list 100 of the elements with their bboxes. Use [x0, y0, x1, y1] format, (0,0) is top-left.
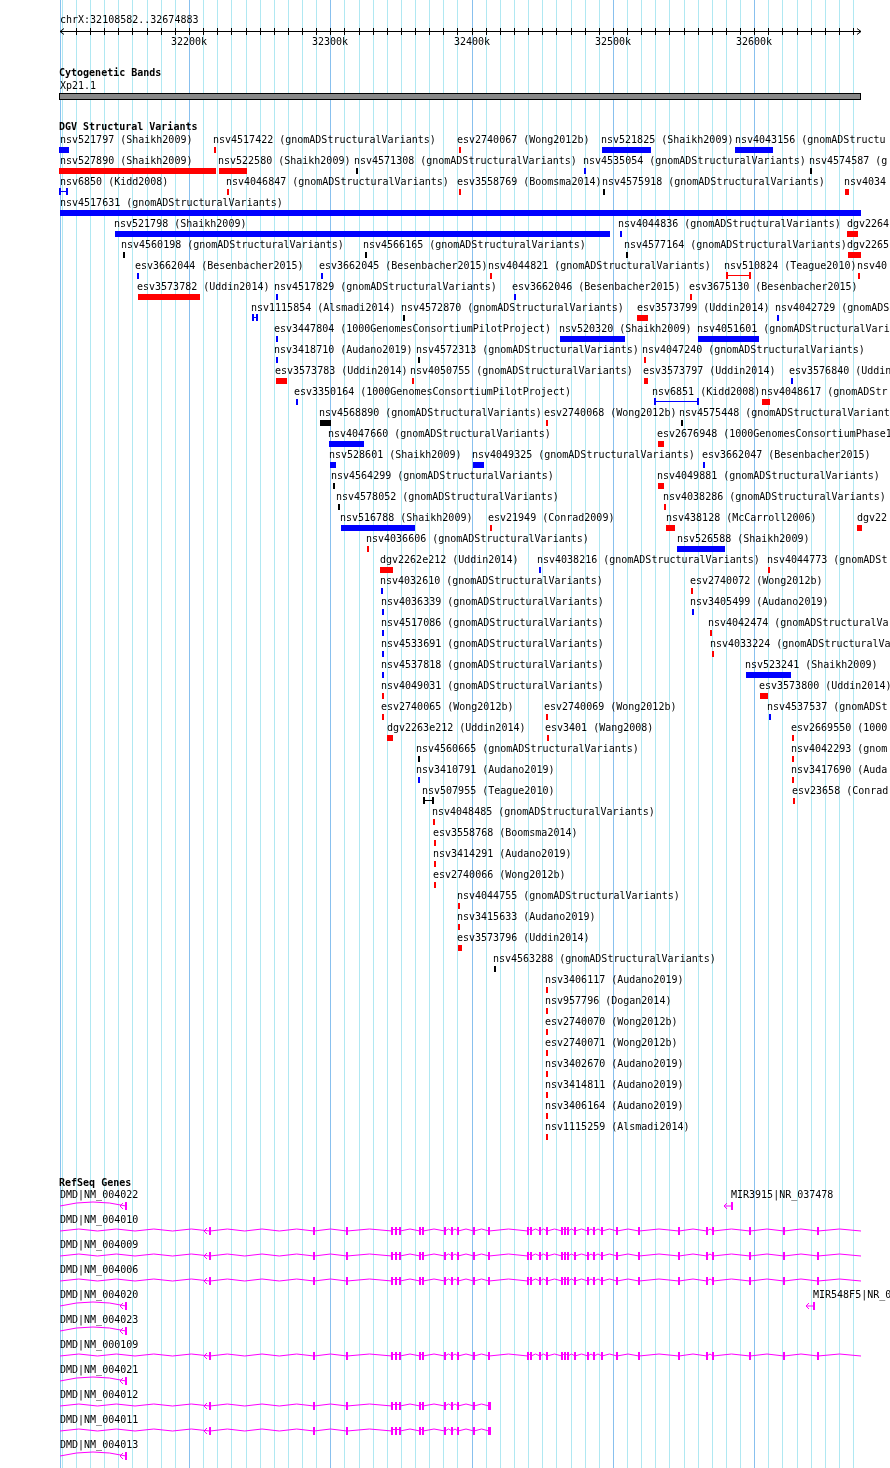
variant-label: nsv438128 (McCarroll2006)	[666, 512, 817, 523]
variant-label: esv2740069 (Wong2012b)	[544, 701, 677, 712]
variant-label: nsv526588 (Shaikh2009)	[677, 533, 810, 544]
axis-label: 32300k	[311, 36, 349, 47]
variant-label: nsv4560665 (gnomADStructuralVariants)	[416, 743, 639, 754]
gene-label: DMD|NM_004021	[60, 1364, 139, 1375]
variant-label: esv2740068 (Wong2012b)	[544, 407, 677, 418]
variant-label: nsv40	[857, 260, 888, 271]
variant-label: nsv6850 (Kidd2008)	[60, 176, 169, 187]
variant-label: esv2669550 (1000	[791, 722, 888, 733]
variant-label: dgv2265	[847, 239, 890, 250]
variant-label: nsv3417690 (Auda	[791, 764, 888, 775]
variant-label: nsv4535054 (gnomADStructuralVariants)	[583, 155, 806, 166]
variant-label: nsv4046847 (gnomADStructuralVariants)	[226, 176, 449, 187]
variant-label: dgv2264	[847, 218, 890, 229]
variant-label: nsv4560198 (gnomADStructuralVariants)	[121, 239, 344, 250]
variant-label: nsv4537537 (gnomADSt	[767, 701, 888, 712]
gene-label: DMD|NM_004011	[60, 1414, 139, 1425]
variant-label: esv3662044 (Besenbacher2015)	[135, 260, 304, 271]
variant-label: nsv4048485 (gnomADStructuralVariants)	[432, 806, 655, 817]
variant-label: nsv4049325 (gnomADStructuralVariants)	[472, 449, 695, 460]
variant-label: nsv527890 (Shaikh2009)	[60, 155, 193, 166]
gene-label: DMD|NM_000109	[60, 1339, 139, 1350]
variant-label: dgv22	[857, 512, 888, 523]
variant-label: nsv3406117 (Audano2019)	[545, 974, 684, 985]
gene-label: DMD|NM_004020	[60, 1289, 139, 1300]
track-title: DGV Structural Variants	[59, 121, 198, 132]
variant-label: nsv4049881 (gnomADStructuralVariants)	[657, 470, 880, 481]
gene-label: DMD|NM_004012	[60, 1389, 139, 1400]
variant-label: nsv4571308 (gnomADStructuralVariants)	[354, 155, 577, 166]
variant-label: nsv4537818 (gnomADStructuralVariants)	[381, 659, 604, 670]
band-label: Xp21.1	[60, 80, 97, 91]
variant-label: nsv4574587 (g	[809, 155, 888, 166]
variant-label: nsv4047660 (gnomADStructuralVariants)	[328, 428, 551, 439]
variant-label: nsv4036339 (gnomADStructuralVariants)	[381, 596, 604, 607]
variant-label: nsv4517422 (gnomADStructuralVariants)	[213, 134, 436, 145]
variant-label: nsv4517829 (gnomADStructuralVariants)	[274, 281, 497, 292]
variant-label: esv2740072 (Wong2012b)	[690, 575, 823, 586]
axis-label: 32200k	[170, 36, 208, 47]
variant-label: nsv520320 (Shaikh2009)	[559, 323, 692, 334]
variant-label: esv2740067 (Wong2012b)	[457, 134, 590, 145]
variant-label: nsv3414291 (Audano2019)	[433, 848, 572, 859]
variant-label: nsv4038286 (gnomADStructuralVariants)	[663, 491, 886, 502]
axis-label: 32600k	[735, 36, 773, 47]
variant-label: esv3401 (Wang2008)	[545, 722, 654, 733]
variant-label: nsv521825 (Shaikh2009)	[601, 134, 734, 145]
variant-label: nsv4033224 (gnomADStructuralVa	[710, 638, 890, 649]
variant-label: nsv4036606 (gnomADStructuralVariants)	[366, 533, 589, 544]
variant-label: nsv522580 (Shaikh2009)	[218, 155, 351, 166]
variant-label: esv3573797 (Uddin2014)	[643, 365, 776, 376]
gene-label: DMD|NM_004023	[60, 1314, 139, 1325]
variant-label: esv3662046 (Besenbacher2015)	[512, 281, 681, 292]
variant-label: nsv3418710 (Audano2019)	[274, 344, 413, 355]
variant-label: esv3573800 (Uddin2014)	[759, 680, 890, 691]
variant-label: nsv4032610 (gnomADStructuralVariants)	[380, 575, 603, 586]
variant-label: esv3447804 (1000GenomesConsortiumPilotProject)	[274, 323, 551, 334]
variant-label: esv3662047 (Besenbacher2015)	[702, 449, 871, 460]
variant-label: nsv3410791 (Audano2019)	[416, 764, 555, 775]
variant-label: nsv4517631 (gnomADStructuralVariants)	[60, 197, 283, 208]
variant-label: nsv4578052 (gnomADStructuralVariants)	[336, 491, 559, 502]
variant-label: nsv4575918 (gnomADStructuralVariants)	[602, 176, 825, 187]
variant-label: nsv4050755 (gnomADStructuralVariants)	[410, 365, 633, 376]
variant-label: esv3576840 (Uddin	[789, 365, 890, 376]
gene-label: MIR548F5|NR_0	[813, 1289, 890, 1300]
gene-label: DMD|NM_004010	[60, 1214, 139, 1225]
variant-label: esv3558768 (Boomsma2014)	[433, 827, 578, 838]
variant-label: esv3662045 (Besenbacher2015)	[319, 260, 488, 271]
variant-label: esv2740066 (Wong2012b)	[433, 869, 566, 880]
variant-label: nsv3405499 (Audano2019)	[690, 596, 829, 607]
gene-label: DMD|NM_004022	[60, 1189, 139, 1200]
gene-label: MIR3915|NR_037478	[731, 1189, 834, 1200]
variant-label: nsv4564299 (gnomADStructuralVariants)	[331, 470, 554, 481]
gene-label: DMD|NM_004006	[60, 1264, 139, 1275]
variant-label: nsv4517086 (gnomADStructuralVariants)	[381, 617, 604, 628]
variant-label: nsv4533691 (gnomADStructuralVariants)	[381, 638, 604, 649]
variant-label: esv3675130 (Besenbacher2015)	[689, 281, 858, 292]
variant-label: nsv6851 (Kidd2008)	[652, 386, 761, 397]
variant-label: nsv4034	[844, 176, 887, 187]
variant-label: nsv4577164 (gnomADStructuralVariants)	[624, 239, 847, 250]
axis-label: 32400k	[453, 36, 491, 47]
variant-label: nsv521798 (Shaikh2009)	[114, 218, 247, 229]
variant-label: nsv4044773 (gnomADSt	[767, 554, 888, 565]
variant-label: nsv3414811 (Audano2019)	[545, 1079, 684, 1090]
variant-label: nsv4566165 (gnomADStructuralVariants)	[363, 239, 586, 250]
variant-label: nsv4044821 (gnomADStructuralVariants)	[488, 260, 711, 271]
variant-label: dgv2262e212 (Uddin2014)	[380, 554, 519, 565]
variant-label: nsv4044755 (gnomADStructuralVariants)	[457, 890, 680, 901]
variant-label: nsv521797 (Shaikh2009)	[60, 134, 193, 145]
variant-label: nsv4575448 (gnomADStructuralVariant	[679, 407, 890, 418]
variant-label: nsv528601 (Shaikh2009)	[329, 449, 462, 460]
variant-label: esv3573783 (Uddin2014)	[275, 365, 408, 376]
variant-label: nsv3406164 (Audano2019)	[545, 1100, 684, 1111]
variant-label: nsv4038216 (gnomADStructuralVariants)	[537, 554, 760, 565]
variant-label: nsv4042293 (gnom	[791, 743, 888, 754]
position-label: chrX:32108582..32674883	[60, 14, 199, 25]
variant-label: nsv4044836 (gnomADStructuralVariants)	[618, 218, 841, 229]
variant-label: nsv1115259 (Alsmadi2014)	[545, 1121, 690, 1132]
variant-label: nsv516788 (Shaikh2009)	[340, 512, 473, 523]
variant-label: esv3573799 (Uddin2014)	[637, 302, 770, 313]
variant-label: esv2740070 (Wong2012b)	[545, 1016, 678, 1027]
